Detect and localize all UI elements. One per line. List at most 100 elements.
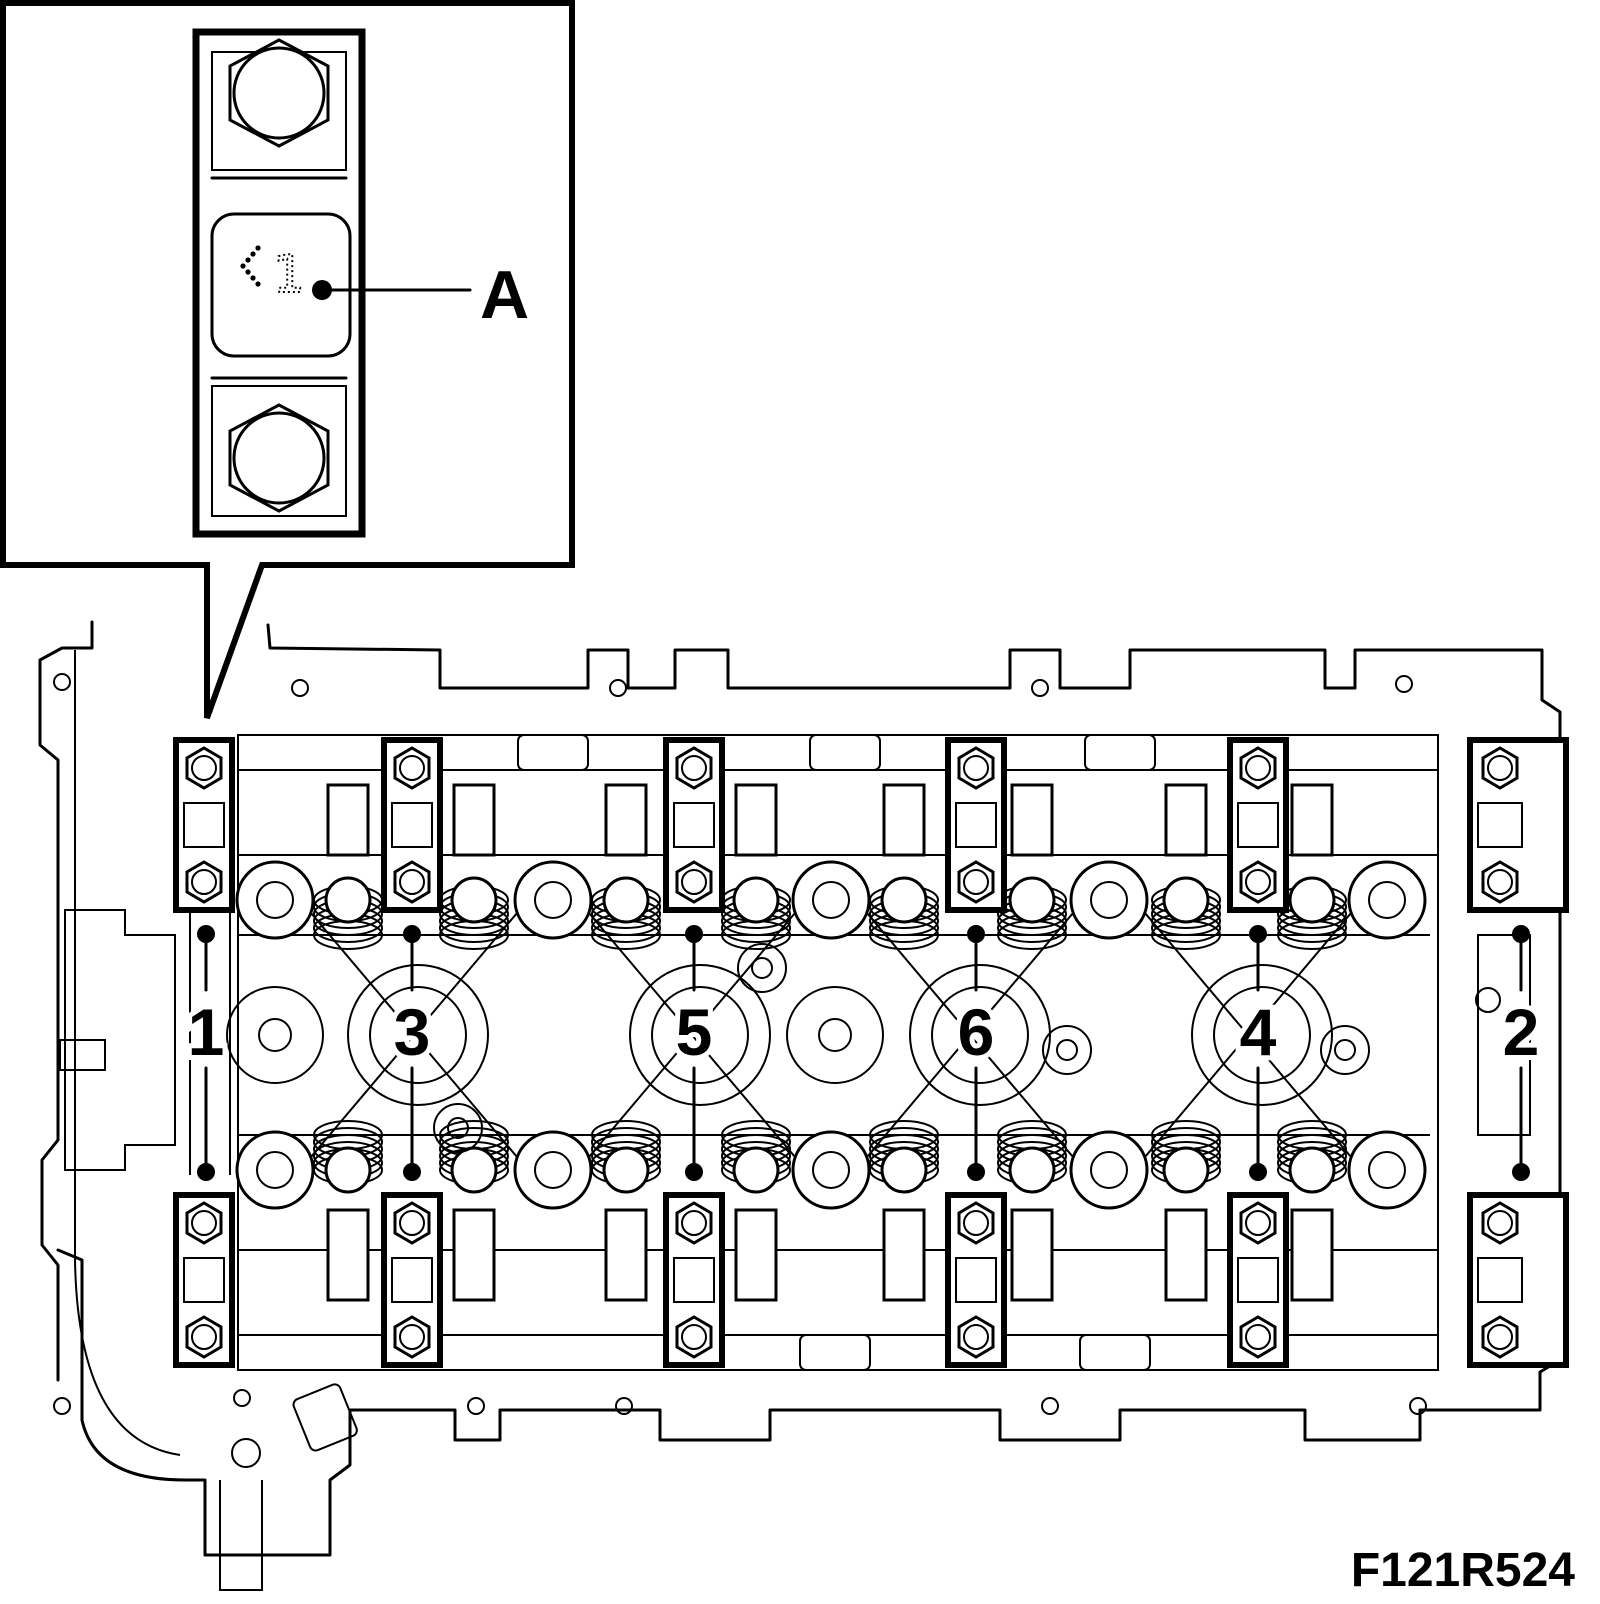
locating-hole <box>447 1117 469 1139</box>
cap-mark-pad <box>391 802 433 848</box>
cap-bolt-head <box>393 1201 431 1245</box>
locating-hole <box>751 957 773 979</box>
cap-bolt-head <box>185 860 223 904</box>
cap-bolt-head <box>393 860 431 904</box>
cam-lobe-upper <box>1164 783 1208 857</box>
cap-bolt-head <box>675 1201 713 1245</box>
cap-mark-pad <box>391 1257 433 1303</box>
valve-retainer <box>450 876 498 924</box>
locating-boss <box>433 1103 483 1153</box>
cam-lobe-upper <box>452 783 496 857</box>
cam-bolt-boss <box>791 1130 871 1210</box>
bearing-cap-upper <box>663 737 725 913</box>
leader-dot <box>1249 925 1267 943</box>
cap-bolt-center <box>963 755 989 781</box>
cam-bolt-hole <box>1090 1151 1128 1189</box>
valve-retainer <box>880 1146 928 1194</box>
bearing-cap-upper <box>381 737 443 913</box>
cam-lobe-upper <box>1010 783 1054 857</box>
cam-bolt-boss <box>513 860 593 940</box>
leader-dot <box>967 1163 985 1181</box>
bearing-cap-lower <box>663 1192 725 1368</box>
cap-bolt-center <box>963 1324 989 1350</box>
cap-bolt-head <box>1481 1315 1519 1359</box>
bearing-cap-lower <box>1227 1192 1289 1368</box>
cap-mark-pad <box>955 802 997 848</box>
cam-lobe-upper <box>734 783 778 857</box>
cam-bolt-boss <box>1347 1130 1427 1210</box>
valve-retainer <box>324 1146 372 1194</box>
spark-plug-well-inner <box>651 986 749 1084</box>
valve-retainer <box>1162 876 1210 924</box>
cam-lobe-upper <box>604 783 648 857</box>
leader-dot <box>967 925 985 943</box>
cap-bolt-head <box>1239 1315 1277 1359</box>
cap-bolt-head <box>185 746 223 790</box>
cap-bolt-center <box>399 1210 425 1236</box>
valve-retainer <box>1288 876 1336 924</box>
cap-bolt-center <box>399 1324 425 1350</box>
cap-marking-pad <box>210 212 352 358</box>
cam-lobe-lower <box>734 1208 778 1302</box>
locating-boss <box>737 943 787 993</box>
valve-retainer <box>1008 1146 1056 1194</box>
cap-bolt-head <box>957 1201 995 1245</box>
bearing-cap-lower <box>945 1192 1007 1368</box>
cap-bolt-head <box>675 1315 713 1359</box>
cap-bolt-center <box>681 1210 707 1236</box>
cap-bolt-center <box>963 1210 989 1236</box>
cap-number-5: 5 <box>676 995 713 1069</box>
cap-mark-pad <box>955 1257 997 1303</box>
cam-lobe-lower <box>1290 1208 1334 1302</box>
cap-body <box>663 1192 725 1368</box>
valve-retainer <box>1288 1146 1336 1194</box>
cap-number-6: 6 <box>958 995 995 1069</box>
cap-bolt-center <box>681 755 707 781</box>
valve-retainer <box>1162 1146 1210 1194</box>
cap-mark-pad <box>673 802 715 848</box>
detail-callout: 1 A <box>0 0 575 720</box>
cap-bolt-center <box>1245 1210 1271 1236</box>
bolt-head-top <box>228 38 330 148</box>
locating-boss <box>1042 1025 1092 1075</box>
cap-marking-digit: 1 <box>272 245 303 305</box>
cap-bolt-head <box>675 746 713 790</box>
cap-bolt-head <box>957 746 995 790</box>
cap-bolt-head <box>1239 746 1277 790</box>
cap-bolt-center <box>1245 755 1271 781</box>
valve-retainer <box>880 876 928 924</box>
cap-bolt-head <box>957 1315 995 1359</box>
cap-mark-pad <box>183 1257 225 1303</box>
cap-bolt-center <box>1487 1324 1513 1350</box>
spark-plug-well <box>629 964 771 1106</box>
spark-plug-well <box>1191 964 1333 1106</box>
cap-bolt-center <box>191 869 217 895</box>
locating-boss <box>1320 1025 1370 1075</box>
cam-bolt-hole <box>256 1151 294 1189</box>
cam-bolt-boss <box>791 860 871 940</box>
cap-bolt-head <box>1481 1201 1519 1245</box>
cylinder-head-outline <box>38 620 1562 1591</box>
spark-plug-well <box>909 964 1051 1106</box>
thrust-cap-upper <box>1467 737 1569 913</box>
bearing-cap-upper <box>945 737 1007 913</box>
bearing-caps <box>173 737 1569 1368</box>
cam-bolt-hole <box>1368 881 1406 919</box>
cap-bolt-center <box>191 755 217 781</box>
bearing-cap-upper <box>1227 737 1289 913</box>
cap-bolt-center <box>681 869 707 895</box>
head-bolt-hole <box>818 1018 852 1052</box>
cap-bolt-center <box>1487 1210 1513 1236</box>
cap-number-4: 4 <box>1240 995 1277 1069</box>
cam-bolt-boss <box>235 1130 315 1210</box>
bearing-cap-lower <box>381 1192 443 1368</box>
locating-hole <box>1056 1039 1078 1061</box>
spark-plug-well <box>347 964 489 1106</box>
leader-dot <box>1512 1163 1530 1181</box>
cap-number-2: 2 <box>1503 995 1540 1069</box>
cap-bolt-head <box>675 860 713 904</box>
spark-plug-well-inner <box>369 986 467 1084</box>
leader-dot <box>1249 1163 1267 1181</box>
valve-retainer <box>732 1146 780 1194</box>
